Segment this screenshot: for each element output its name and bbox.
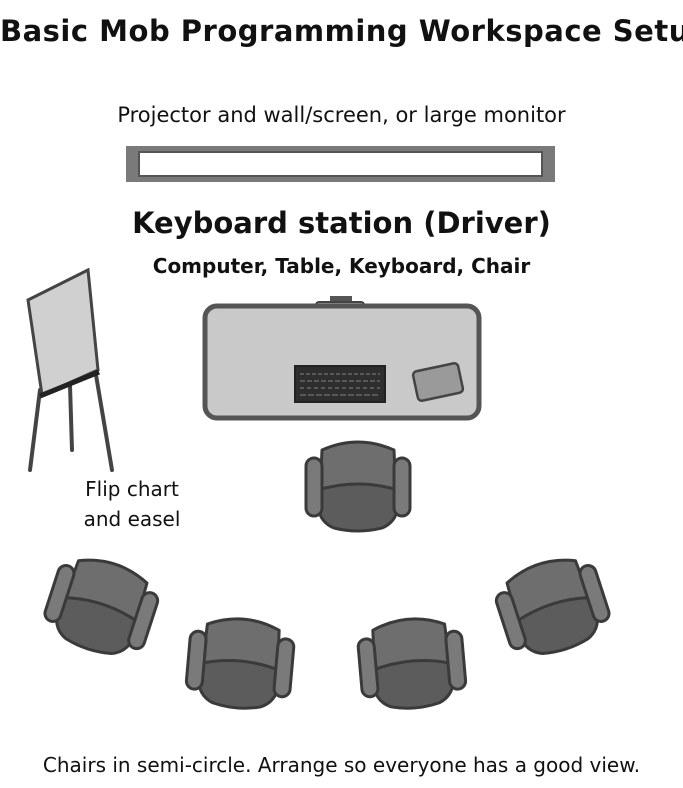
station-title: Keyboard station (Driver) bbox=[132, 206, 551, 240]
chair-4 bbox=[487, 546, 618, 667]
flip-chart-label-line1: Flip chart bbox=[85, 477, 179, 501]
station-subtitle: Computer, Table, Keyboard, Chair bbox=[152, 254, 531, 278]
flip-chart-label-line2: and easel bbox=[83, 507, 181, 531]
projector-screen bbox=[126, 146, 555, 182]
flip-chart-label: Flip chart and easel bbox=[62, 474, 202, 534]
screen-label: Projector and wall/screen, or large moni… bbox=[117, 103, 566, 127]
chair-2 bbox=[182, 613, 298, 714]
diagram-title: Basic Mob Programming Workspace Setup bbox=[0, 14, 683, 48]
driver-chair bbox=[304, 440, 412, 533]
keyboard bbox=[294, 365, 386, 403]
tablet bbox=[411, 362, 465, 402]
flip-chart-easel bbox=[26, 267, 114, 472]
chair-1 bbox=[36, 546, 167, 667]
footer-caption: Chairs in semi-circle. Arrange so everyo… bbox=[42, 753, 641, 777]
driver-table bbox=[202, 303, 482, 421]
chair-3 bbox=[354, 613, 470, 714]
